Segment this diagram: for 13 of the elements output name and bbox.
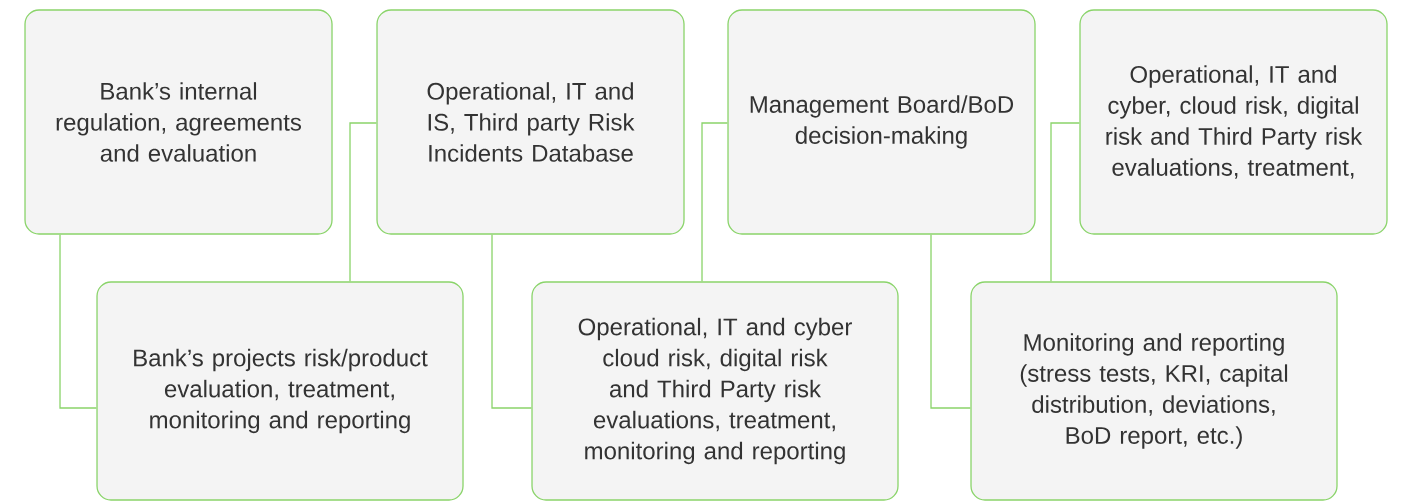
connector-line: [701, 122, 728, 282]
connector-line: [349, 122, 377, 282]
process-box: Management Board/BoD decision-making: [727, 9, 1036, 235]
process-box: Operational, IT and cyber cloud risk, digital risk and Third Party risk evaluations, treatment, monitoring and reporting: [531, 281, 899, 501]
process-box: Bank’s internal regulation, agreements and evaluation: [24, 9, 333, 235]
process-box: Operational, IT and IS, Third party Risk Incidents Database: [376, 9, 685, 235]
process-box: Operational, IT and cyber, cloud risk, digital risk and Third Party risk evaluations, treatment,: [1079, 9, 1388, 235]
process-box: Monitoring and reporting (stress tests, KRI, capital distribution, deviations, BoD report, etc.): [970, 281, 1338, 501]
connector-line: [1050, 122, 1080, 282]
connector-line: [491, 234, 532, 409]
connector-line: [59, 234, 97, 409]
connector-line: [930, 234, 971, 409]
process-box: Bank’s projects risk/product evaluation, treatment, monitoring and reporting: [96, 281, 464, 501]
